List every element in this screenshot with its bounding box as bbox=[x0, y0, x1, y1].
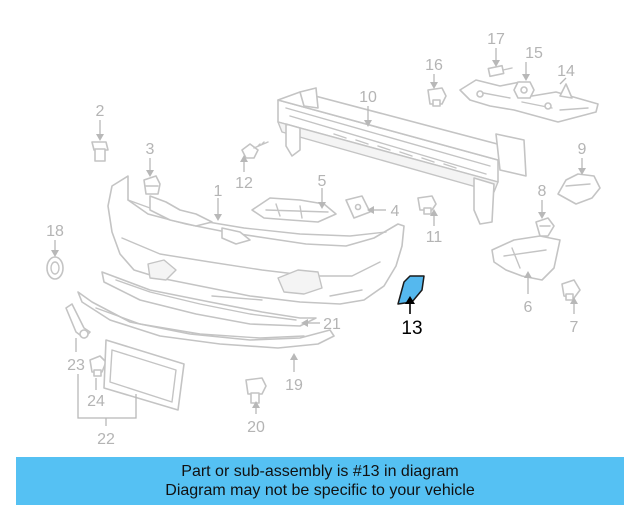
part-10-reinforcement-bar bbox=[277, 87, 527, 225]
part-5-retainer bbox=[251, 197, 337, 223]
callout-7: 7 bbox=[570, 319, 579, 336]
callout-11: 11 bbox=[426, 229, 443, 246]
callout-18: 18 bbox=[46, 223, 64, 240]
callout-3: 3 bbox=[146, 141, 155, 158]
part-3-clip bbox=[143, 175, 161, 195]
info-banner: Part or sub-assembly is #13 in diagram D… bbox=[16, 457, 624, 505]
part-23-tow-hook bbox=[65, 303, 91, 339]
callout-9: 9 bbox=[578, 141, 587, 158]
banner-line-1: Part or sub-assembly is #13 in diagram bbox=[181, 463, 459, 480]
part-4-bracket bbox=[345, 195, 371, 219]
part-9-cap bbox=[557, 173, 601, 205]
leader-lines bbox=[51, 48, 586, 426]
callout-10: 10 bbox=[359, 89, 377, 106]
callout-19: 19 bbox=[285, 377, 303, 394]
callout-2: 2 bbox=[96, 103, 105, 120]
part-19-lower-strip bbox=[77, 291, 335, 349]
callout-14: 14 bbox=[557, 63, 575, 80]
part-12-screw bbox=[241, 141, 269, 159]
banner-line-2: Diagram may not be specific to your vehi… bbox=[165, 482, 475, 499]
callout-8: 8 bbox=[538, 183, 547, 200]
part-11-clip bbox=[417, 195, 437, 215]
callout-5: 5 bbox=[318, 173, 327, 190]
callout-13[interactable]: 13 bbox=[401, 318, 422, 339]
callout-20: 20 bbox=[247, 419, 265, 436]
callout-16: 16 bbox=[425, 57, 443, 74]
part-14-side-bracket bbox=[459, 79, 599, 123]
part-24-screw bbox=[89, 355, 107, 377]
part-13-highlighted[interactable] bbox=[397, 275, 425, 305]
part-7-screw bbox=[561, 279, 581, 301]
part-16-bolt bbox=[427, 87, 447, 107]
callout-12: 12 bbox=[235, 175, 253, 192]
part-18-clip bbox=[46, 256, 64, 280]
callout-15: 15 bbox=[525, 45, 543, 62]
part-6-side-bracket bbox=[491, 235, 561, 281]
callout-labels: 2 3 1 5 4 10 11 12 16 17 15 14 9 8 6 7 1… bbox=[46, 31, 586, 448]
part-8-clip bbox=[535, 217, 555, 237]
callout-6: 6 bbox=[524, 299, 533, 316]
part-17-screw bbox=[487, 64, 513, 78]
callout-24: 24 bbox=[87, 393, 105, 410]
callout-4: 4 bbox=[391, 203, 400, 220]
part-22-license-bracket bbox=[103, 339, 185, 411]
part-2-screw bbox=[91, 141, 109, 162]
callout-22: 22 bbox=[97, 431, 115, 448]
callout-21: 21 bbox=[323, 316, 341, 333]
callout-1: 1 bbox=[214, 183, 223, 200]
part-1-bumper-cover bbox=[107, 175, 405, 305]
callout-23: 23 bbox=[67, 357, 85, 374]
callout-17: 17 bbox=[487, 31, 505, 48]
part-15-nut bbox=[513, 81, 535, 99]
part-20-screw bbox=[245, 377, 267, 404]
